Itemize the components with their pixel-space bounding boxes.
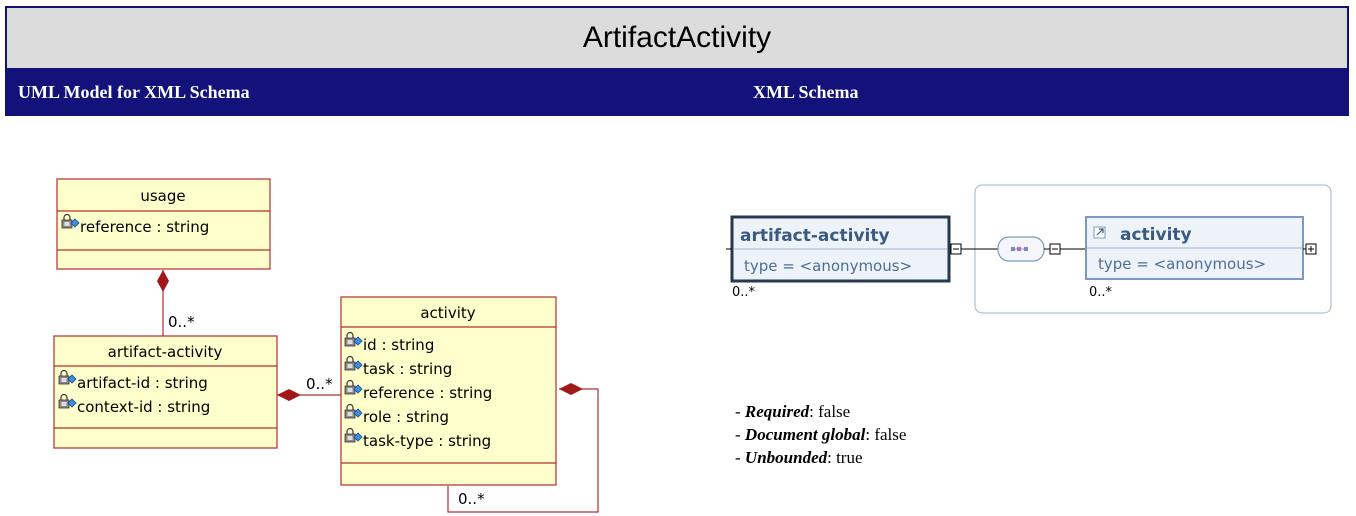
uml-diagram: 0..* 0..* 0..* usage reference : string …	[53, 178, 599, 513]
uml-class-artifact-activity: artifact-activity artifact-id : string c…	[53, 335, 278, 449]
element-type: type = <anonymous>	[744, 257, 912, 275]
sequence-icon[interactable]	[997, 236, 1045, 262]
schema-element-artifact-activity[interactable]: artifact-activity type = <anonymous> 0..…	[730, 215, 951, 300]
section-header-row: UML Model for XML Schema XML Schema	[5, 68, 1349, 116]
plus-box-icon[interactable]	[1305, 243, 1317, 255]
class-attribute: task : string	[363, 360, 452, 378]
header-schema: XML Schema	[753, 82, 859, 102]
usage-composition-diamond	[157, 270, 169, 292]
multiplicity-usage: 0..*	[168, 313, 195, 331]
activity-self-connector	[447, 388, 599, 513]
class-attribute: id : string	[363, 336, 434, 354]
class-attribute: context-id : string	[77, 398, 210, 416]
class-attribute: role : string	[363, 408, 449, 426]
class-attribute: reference : string	[363, 384, 492, 402]
minus-box-icon[interactable]	[1049, 243, 1061, 255]
header-uml: UML Model for XML Schema	[18, 82, 250, 102]
ref-arrow-icon	[1093, 226, 1106, 239]
property-required: - Required: false	[735, 402, 851, 421]
multiplicity-activity-self: 0..*	[458, 490, 485, 508]
class-attribute: reference : string	[80, 218, 209, 236]
element-occurs: 0..*	[1089, 285, 1113, 300]
class-attribute: artifact-id : string	[77, 374, 208, 392]
page-title-bar: ArtifactActivity	[5, 6, 1349, 70]
uml-class-usage: usage reference : string	[56, 178, 271, 270]
class-attribute: task-type : string	[363, 432, 491, 450]
schema-element-activity[interactable]: activity type = <anonymous> 0..*	[1085, 216, 1304, 300]
minus-box-icon[interactable]	[950, 243, 962, 255]
property-document-global: - Document global: false	[735, 425, 907, 444]
uml-class-activity: activity id : string task : string refer…	[340, 296, 557, 486]
element-occurs: 0..*	[732, 285, 756, 300]
element-name: artifact-activity	[740, 226, 890, 246]
class-name: activity	[420, 304, 475, 322]
schema-diagram: artifact-activity type = <anonymous> 0..…	[726, 184, 1332, 314]
multiplicity-artifact-activity: 0..*	[306, 375, 333, 393]
activity-self-diamond	[559, 383, 583, 395]
page-title: ArtifactActivity	[582, 21, 772, 54]
property-unbounded: - Unbounded: true	[735, 448, 863, 467]
class-name: usage	[140, 187, 185, 205]
schema-properties: - Required: false - Document global: fal…	[735, 400, 906, 469]
element-name: activity	[1120, 225, 1192, 245]
element-type: type = <anonymous>	[1098, 255, 1266, 273]
artifact-composition-diamond	[277, 389, 301, 401]
class-name: artifact-activity	[108, 343, 223, 361]
